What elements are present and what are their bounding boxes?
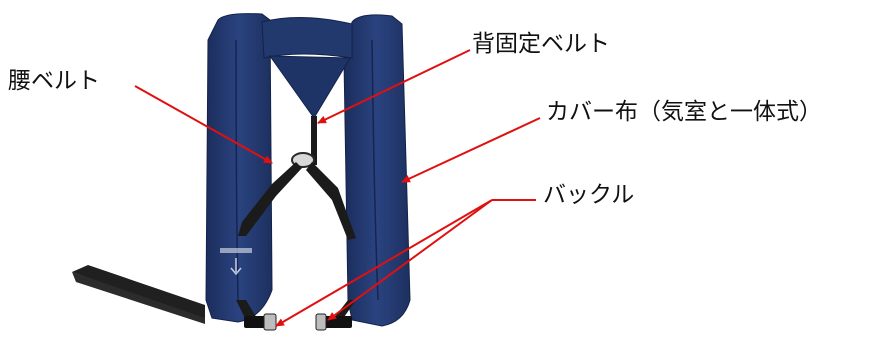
waist-belt-right [306,162,356,240]
waist-belt-strap [72,265,205,320]
waist-belt-label: 腰ベルト [8,68,100,94]
arrow-back-belt [317,49,471,124]
collar [261,17,353,59]
buckle-left [244,313,277,331]
left-cover-panel [205,13,273,323]
arrow-waist-belt [134,85,273,164]
callout-arrows [134,49,541,327]
cover-cloth-label: カバー布（気室と一体式） [546,99,822,125]
arrow-buckle-left [275,199,493,327]
buckle-label: バックル [543,182,635,208]
arrow-buckle-right [327,199,493,321]
back-fixing-belt [311,116,317,165]
back-fixing-belt-label: 背固定ベルト [472,31,610,57]
right-cover-panel [343,14,411,327]
waist-belt-left [238,162,302,236]
back-panel [269,55,351,119]
arrow-cover-cloth [401,117,541,183]
